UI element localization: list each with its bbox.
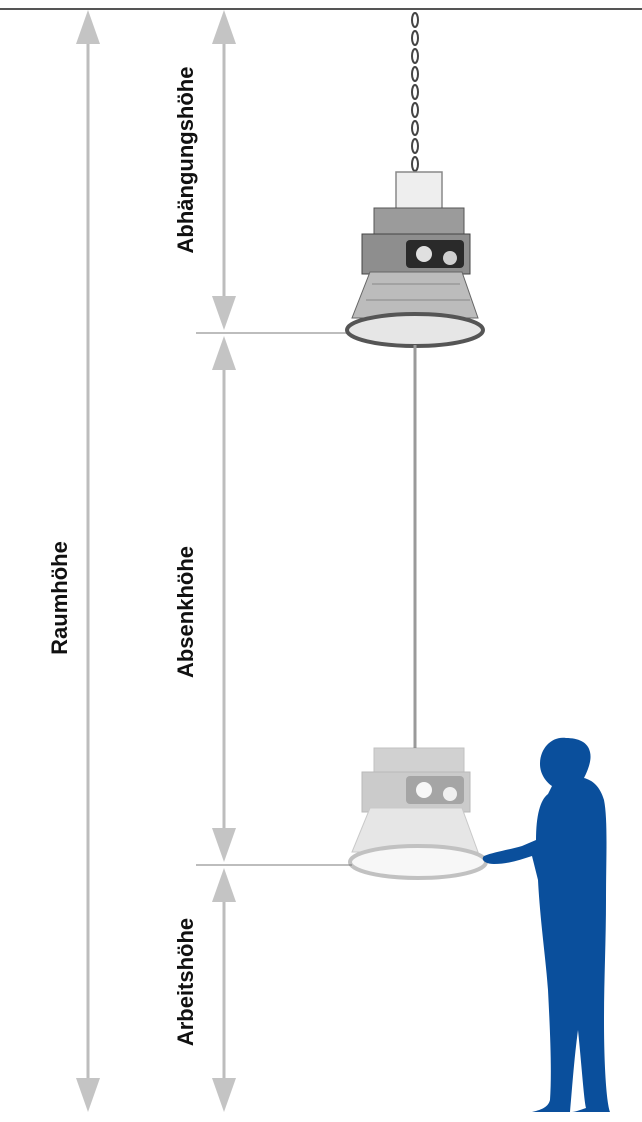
room-height-dimension	[76, 10, 100, 1112]
room-height-label: Raumhöhe	[47, 541, 72, 655]
suspension-height-label: Abhängungshöhe	[173, 66, 198, 254]
room-height-bottom-arrow	[76, 1078, 100, 1112]
working-height-dimension	[212, 868, 236, 1112]
standing-person-icon	[482, 737, 610, 1112]
lowering-height-label: Absenkhöhe	[173, 545, 198, 679]
highbay-lamp-lowered-icon	[348, 747, 488, 880]
room-height-top-arrow	[76, 10, 100, 44]
lowering-height-dimension	[212, 336, 236, 862]
highbay-lamp-icon	[345, 171, 485, 348]
suspension-height-dimension	[212, 10, 236, 330]
suspension-chain	[411, 12, 419, 172]
working-height-label: Arbeitshöhe	[173, 917, 198, 1047]
